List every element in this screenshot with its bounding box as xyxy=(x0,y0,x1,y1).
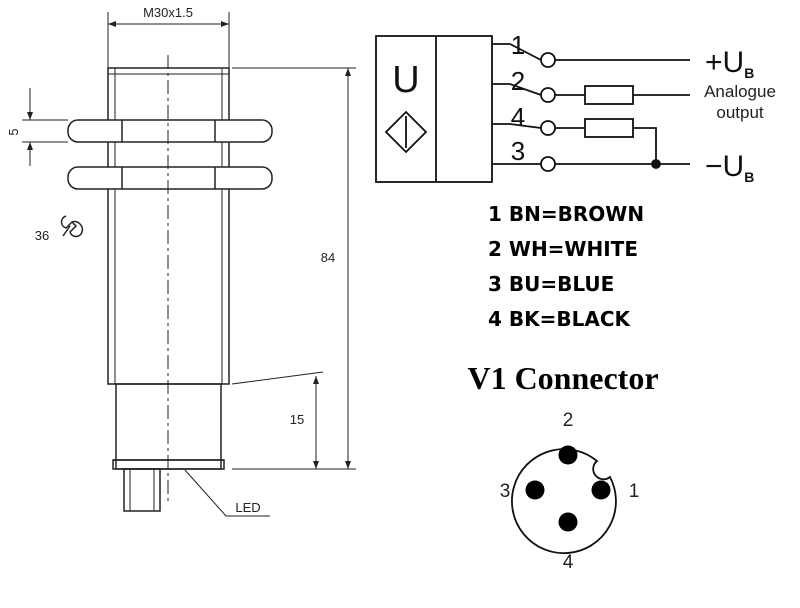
terminal-1 xyxy=(540,52,556,68)
connector-pin-1 xyxy=(591,480,611,500)
resistor-analog xyxy=(584,85,634,105)
thread-size-label: M30x1.5 xyxy=(143,5,193,20)
led-label: LED xyxy=(235,500,260,515)
arrowhead xyxy=(27,142,33,150)
plus-ub-text: +U xyxy=(705,46,744,79)
connector-pin-label-1: 1 xyxy=(629,481,640,502)
total-length-label: 84 xyxy=(321,250,335,265)
connector-outline xyxy=(511,448,617,555)
connector-face xyxy=(511,445,617,555)
sensor-box-label: U xyxy=(392,59,419,101)
arrowhead xyxy=(313,376,319,384)
wire-pin-2 xyxy=(492,83,542,96)
minus-ub-label: −UB xyxy=(705,150,754,185)
sensor-diamond-icon xyxy=(384,110,428,154)
arrowhead xyxy=(221,21,229,27)
connector-pin-4 xyxy=(558,512,578,532)
arrowhead xyxy=(108,21,116,27)
legend-item-brown: 1 BN=BROWN xyxy=(488,202,644,226)
pin-number-1: 1 xyxy=(511,30,525,60)
plus-ub-label: +UB xyxy=(705,46,754,81)
connector-pin-label-2: 2 xyxy=(563,410,574,431)
connector-pin-3 xyxy=(525,480,545,500)
line-pin4-out xyxy=(633,127,657,164)
pin-number-2: 2 xyxy=(511,66,525,96)
nut-thickness-label: 5 xyxy=(6,128,21,135)
legend-item-blue: 3 BU=BLUE xyxy=(488,272,614,296)
connector-title: V1 Connector xyxy=(467,360,658,396)
connector-pin-label-4: 4 xyxy=(563,552,574,573)
arrowhead xyxy=(345,461,351,469)
junction-dot xyxy=(651,159,661,169)
resistor-pin4 xyxy=(584,118,634,138)
connector-length-label: 15 xyxy=(290,412,304,427)
nut-lower xyxy=(67,166,273,190)
wire-pin-1 xyxy=(492,43,542,61)
sensor-box xyxy=(375,35,493,183)
pin-number-4: 4 xyxy=(511,102,525,132)
legend-item-white: 2 WH=WHITE xyxy=(488,237,638,261)
minus-ub-subscript: B xyxy=(744,169,754,185)
led-leader xyxy=(184,469,270,517)
arrowhead xyxy=(313,461,319,469)
minus-ub-text: −U xyxy=(705,150,744,183)
arrowhead xyxy=(345,68,351,76)
connector-stub xyxy=(123,468,161,512)
nut-upper xyxy=(67,119,273,143)
arrowhead xyxy=(27,112,33,120)
terminal-2 xyxy=(540,87,556,103)
wrench-size-label: 36 xyxy=(35,228,49,243)
connector-dim-ext xyxy=(231,371,324,385)
analog-output-line2: output xyxy=(716,103,764,122)
connector-pin-label-3: 3 xyxy=(500,481,511,502)
wiring-diagram xyxy=(375,35,690,183)
wire-pin-4 xyxy=(492,123,542,129)
terminal-4 xyxy=(540,120,556,136)
wrench-icon xyxy=(60,215,84,238)
legend-item-black: 4 BK=BLACK xyxy=(488,307,632,331)
terminal-3 xyxy=(540,156,556,172)
connector-pin-2 xyxy=(558,445,578,465)
sensor-drawing xyxy=(22,12,356,517)
plus-ub-subscript: B xyxy=(744,65,754,81)
pin-number-3: 3 xyxy=(511,136,525,166)
analog-output-line1: Analogue xyxy=(704,82,776,101)
